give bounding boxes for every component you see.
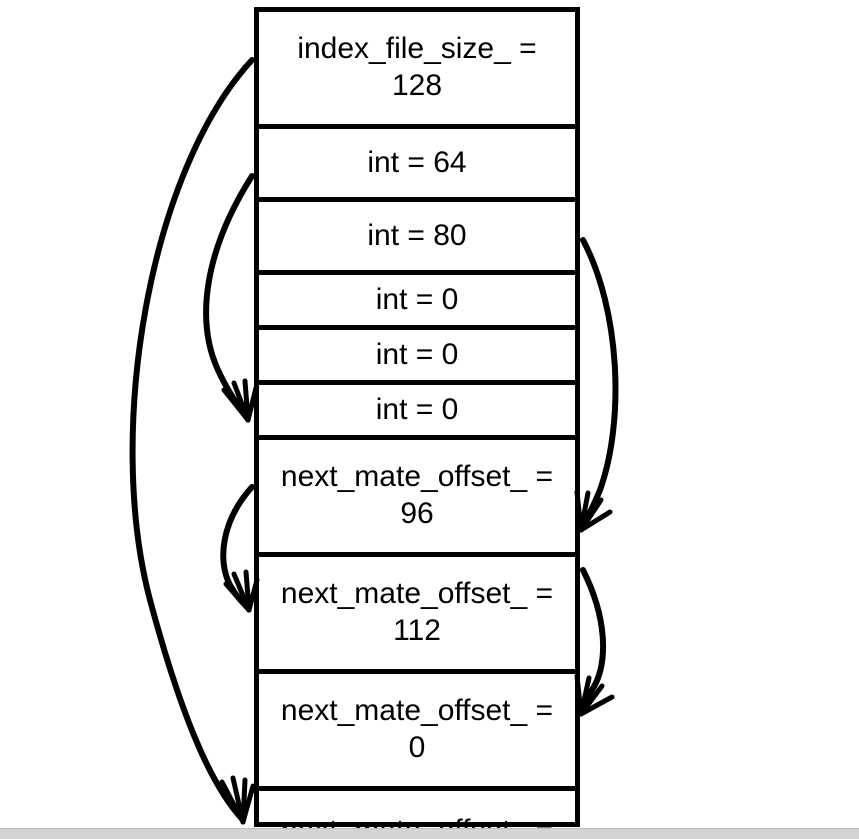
- memory-slot-6-label: next_mate_offset_ = 96: [280, 460, 554, 530]
- arrow-left-2: [203, 173, 259, 423]
- arrow-left-2-head: [221, 378, 259, 423]
- memory-slot-5-label: int = 0: [375, 392, 459, 426]
- arrow-left-1-path: [129, 57, 255, 823]
- arrow-left-1-head: [219, 775, 256, 825]
- arrow-right-1-head: [574, 489, 613, 533]
- memory-block: index_file_size_ = 128 int = 64 int = 80…: [254, 7, 580, 839]
- memory-slot-2[interactable]: int = 80: [259, 202, 575, 275]
- memory-slot-4-label: int = 0: [375, 337, 459, 371]
- memory-slot-1-label: int = 64: [367, 145, 467, 179]
- memory-slot-3[interactable]: int = 0: [259, 275, 575, 330]
- memory-slot-4[interactable]: int = 0: [259, 330, 575, 385]
- arrow-left-3-path: [220, 484, 255, 611]
- arrow-left-3-head: [223, 569, 260, 613]
- arrow-right-2: [574, 567, 615, 717]
- memory-slot-0-label: index_file_size_ = 128: [297, 32, 537, 102]
- memory-slot-5[interactable]: int = 0: [259, 385, 575, 440]
- memory-slot-3-label: int = 0: [375, 282, 459, 316]
- arrow-right-1: [574, 237, 619, 533]
- memory-slot-8[interactable]: next_mate_offset_ = 0: [259, 674, 575, 791]
- arrow-right-1-path: [578, 237, 619, 531]
- arrow-left-3: [220, 484, 260, 613]
- arrow-right-2-head: [574, 673, 615, 717]
- arrow-left-1: [129, 57, 256, 825]
- memory-slot-0[interactable]: index_file_size_ = 128: [259, 12, 575, 129]
- bottom-status-bar: [0, 828, 859, 839]
- memory-slot-8-label: next_mate_offset_ = 0: [280, 694, 554, 764]
- arrow-left-2-path: [203, 173, 255, 421]
- memory-slot-2-label: int = 80: [367, 218, 467, 252]
- memory-slot-7[interactable]: next_mate_offset_ = 112: [259, 557, 575, 674]
- memory-slot-7-label: next_mate_offset_ = 112: [280, 577, 554, 647]
- memory-slot-6[interactable]: next_mate_offset_ = 96: [259, 440, 575, 557]
- arrow-right-2-path: [578, 567, 607, 715]
- memory-slot-1[interactable]: int = 64: [259, 129, 575, 202]
